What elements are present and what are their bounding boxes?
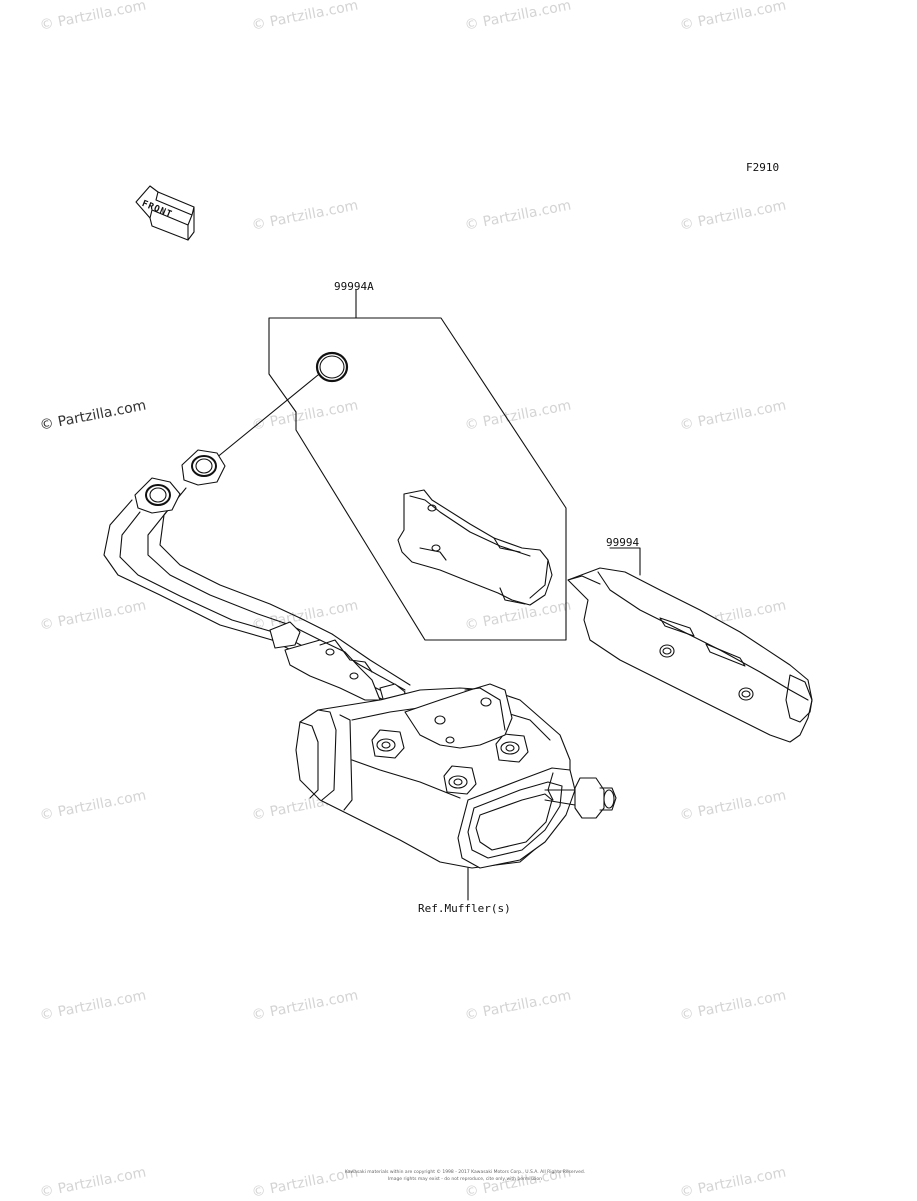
kit-99994a-outline bbox=[269, 290, 566, 640]
front-arrow-icon bbox=[136, 186, 194, 240]
copyright-line: Kawasaki materials within are copyright … bbox=[344, 1170, 586, 1175]
gasket-ring bbox=[210, 353, 347, 463]
muffler-body bbox=[296, 684, 616, 868]
muffler-cover-99994 bbox=[568, 548, 812, 742]
callout-99994a[interactable]: 99994A bbox=[334, 280, 374, 293]
heat-guard-plate bbox=[398, 490, 552, 605]
figure-code: F2910 bbox=[746, 161, 780, 174]
copyright-line: Image rights may exist - do not reproduc… bbox=[387, 1177, 543, 1182]
exhaust-header-pipes bbox=[104, 450, 410, 706]
callout-ref-muffler[interactable]: Ref.Muffler(s) bbox=[418, 902, 511, 915]
callout-99994[interactable]: 99994 bbox=[606, 536, 640, 549]
